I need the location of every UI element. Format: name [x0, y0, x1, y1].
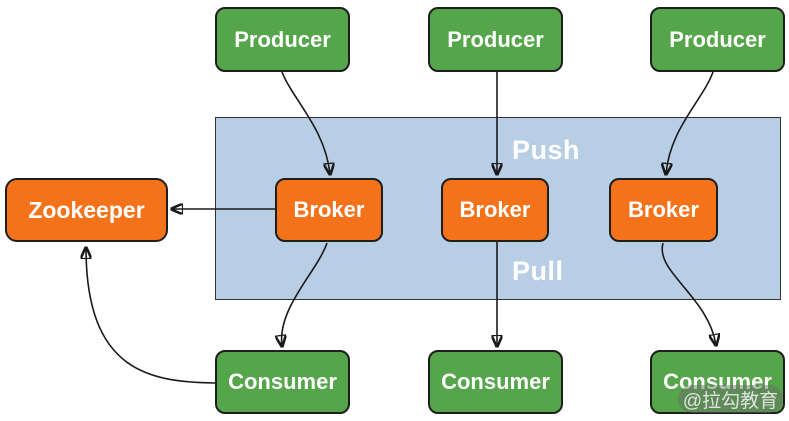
consumer-node-1: Consumer — [215, 350, 350, 414]
producer-node-1: Producer — [215, 7, 350, 72]
producer-node-2: Producer — [428, 7, 563, 72]
edge-broker3-consumer3 — [661, 242, 716, 345]
broker-node-2: Broker — [441, 178, 549, 242]
edge-consumer1-zookeeper — [86, 248, 216, 384]
edge-producer3-broker3 — [666, 71, 714, 174]
consumer-node-2: Consumer — [428, 350, 563, 414]
watermark-badge: @拉勾教育 — [678, 385, 783, 413]
zookeeper-node: Zookeeper — [5, 178, 168, 242]
producer-node-3: Producer — [650, 7, 785, 72]
broker-node-1: Broker — [275, 178, 383, 242]
edge-producer1-broker1 — [281, 71, 330, 174]
consumer-node-3: Consumer — [650, 350, 785, 414]
pull-label: Pull — [512, 256, 564, 286]
push-label: Push — [512, 135, 581, 165]
edge-broker1-consumer1 — [282, 242, 328, 346]
broker-node-3: Broker — [609, 178, 718, 242]
